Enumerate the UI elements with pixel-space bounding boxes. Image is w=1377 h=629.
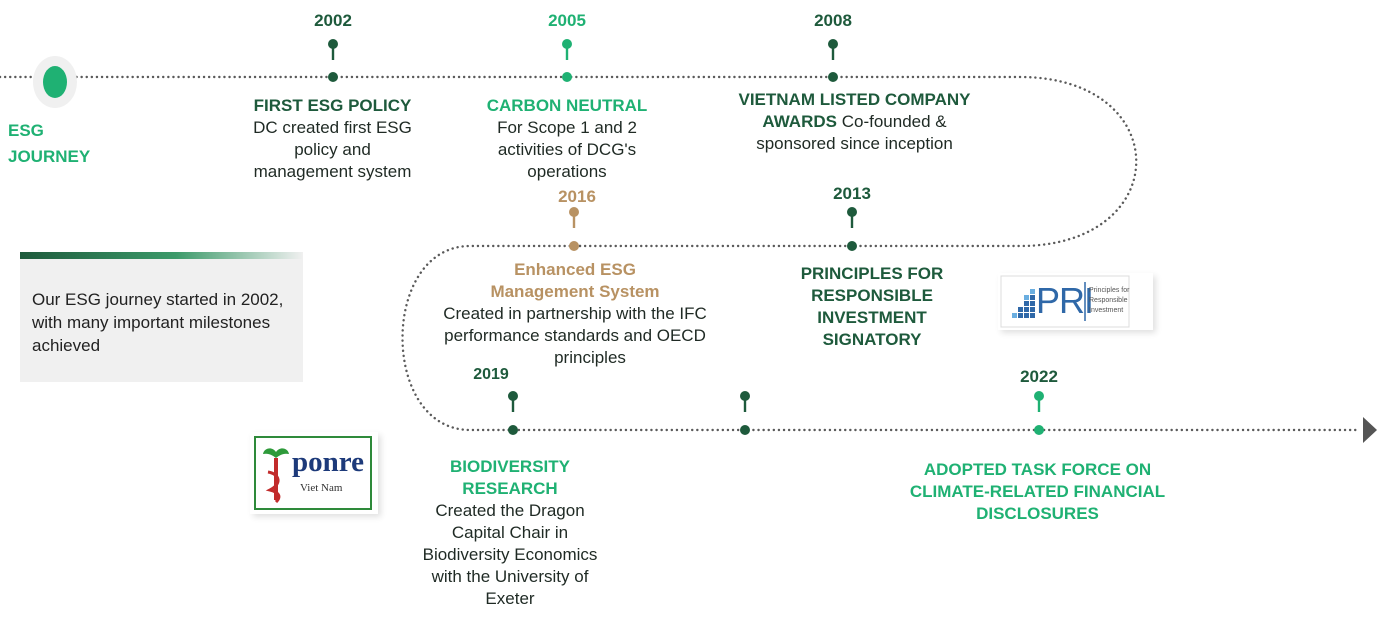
year-2002: 2002: [314, 11, 352, 30]
milestone-2005-line: activities of DCG's: [497, 140, 637, 159]
milestone-2013-title-line: RESPONSIBLE: [811, 286, 933, 305]
milestone-2016-line: Created in partnership with the IFC: [443, 304, 707, 323]
milestone-2016-line: principles: [554, 348, 626, 367]
intro-box: Our ESG journey started in 2002, with ma…: [20, 252, 303, 382]
pri-logo-caption-line: Investment: [1089, 307, 1124, 314]
year-2005: 2005: [548, 11, 586, 30]
milestone-2013: PRINCIPLES FOR RESPONSIBLE INVESTMENT SI…: [772, 263, 972, 351]
pin-unlabeled: [740, 391, 750, 435]
milestone-2002: FIRST ESG POLICY DC created first ESG po…: [205, 95, 460, 183]
milestone-2013-title-line: INVESTMENT: [817, 308, 927, 327]
year-2008: 2008: [814, 11, 852, 30]
pin-2008: [828, 39, 838, 82]
milestone-2002-line: DC created first ESG: [253, 118, 412, 137]
year-2019: 2019: [473, 366, 509, 383]
milestone-2019: BIODIVERSITY RESEARCH Created the Dragon…: [385, 456, 635, 610]
milestone-2013-title-line: SIGNATORY: [822, 330, 922, 349]
milestone-2002-line: policy and: [294, 140, 371, 159]
intro-description: Our ESG journey started in 2002, with ma…: [32, 290, 284, 355]
pri-logo-caption: Principles for Responsible Investment: [1089, 286, 1129, 316]
start-marker-dot: [43, 66, 67, 98]
pri-logo-caption-line: Principles for: [1089, 287, 1130, 294]
pin-2002: [328, 39, 338, 82]
pri-logo-graphic: [1000, 275, 1130, 328]
milestone-2005: CARBON NEUTRAL For Scope 1 and 2 activit…: [452, 95, 682, 183]
year-2016: 2016: [558, 187, 596, 206]
pin-2013: [847, 207, 857, 251]
esg-journey-label: ESG JOURNEY: [8, 118, 90, 170]
iponre-logo-emblem: [263, 448, 289, 504]
milestone-2019-title-line: BIODIVERSITY: [450, 457, 570, 476]
iponre-logo: ponre Viet Nam: [250, 432, 378, 514]
milestone-2008-line: sponsored since inception: [756, 134, 953, 153]
iponre-logo-frame: [254, 436, 372, 510]
milestone-2019-line: Capital Chair in: [451, 523, 569, 542]
milestone-2022-title-line: ADOPTED TASK FORCE ON: [923, 460, 1152, 479]
milestone-2005-line: For Scope 1 and 2: [497, 118, 637, 137]
milestone-2022-title-line: DISCLOSURES: [976, 504, 1099, 523]
milestone-2019-line: Biodiversity Economics: [422, 545, 598, 564]
pin-2019: [508, 391, 518, 435]
year-2013: 2013: [833, 184, 871, 203]
milestone-2019-line: Exeter: [485, 589, 535, 608]
pri-logo: PRI Principles for Responsible Investmen…: [998, 273, 1153, 330]
milestone-2016: Enhanced ESG Management System Created i…: [390, 259, 760, 369]
milestone-2013-title-line: PRINCIPLES FOR: [800, 264, 944, 283]
milestone-2008-title-line1: VIETNAM LISTED COMPANY: [738, 90, 971, 109]
milestone-2008-title-line2: AWARDS: [762, 112, 837, 131]
timeline-arrowhead: [1363, 417, 1377, 443]
milestone-2008-inline-text: Co-founded &: [841, 112, 947, 131]
pin-2016: [569, 207, 579, 251]
iponre-logo-subtext: Viet Nam: [300, 482, 343, 494]
pri-logo-caption-line: Responsible: [1089, 297, 1128, 304]
milestone-2008: VIETNAM LISTED COMPANY AWARDS Co-founded…: [702, 89, 1007, 155]
pri-logo-text: PRI: [1036, 280, 1094, 321]
intro-box-accent-bar: [20, 252, 303, 259]
esg-journey-line2: JOURNEY: [8, 147, 91, 166]
iponre-logo-text: ponre: [292, 446, 364, 478]
milestone-2016-title-line: Enhanced ESG: [514, 260, 636, 279]
milestone-2016-title-line: Management System: [490, 282, 660, 301]
milestone-2005-title: CARBON NEUTRAL: [486, 96, 648, 115]
milestone-2005-line: operations: [527, 162, 607, 181]
milestone-2016-line: performance standards and OECD: [444, 326, 706, 345]
milestone-2019-title-line: RESEARCH: [462, 479, 558, 498]
year-2022: 2022: [1020, 367, 1058, 386]
milestone-2002-title: FIRST ESG POLICY: [253, 96, 412, 115]
milestone-2019-line: with the University of: [431, 567, 589, 586]
milestone-2022: ADOPTED TASK FORCE ON CLIMATE-RELATED FI…: [880, 459, 1195, 525]
timeline-path-top: [0, 75, 1138, 248]
pin-2005: [562, 39, 572, 82]
milestone-2022-title-line: CLIMATE-RELATED FINANCIAL: [909, 482, 1166, 501]
esg-journey-line1: ESG: [8, 121, 44, 140]
pin-2022: [1034, 391, 1044, 435]
milestone-2019-line: Created the Dragon: [435, 501, 585, 520]
milestone-2002-line: management system: [253, 162, 412, 181]
